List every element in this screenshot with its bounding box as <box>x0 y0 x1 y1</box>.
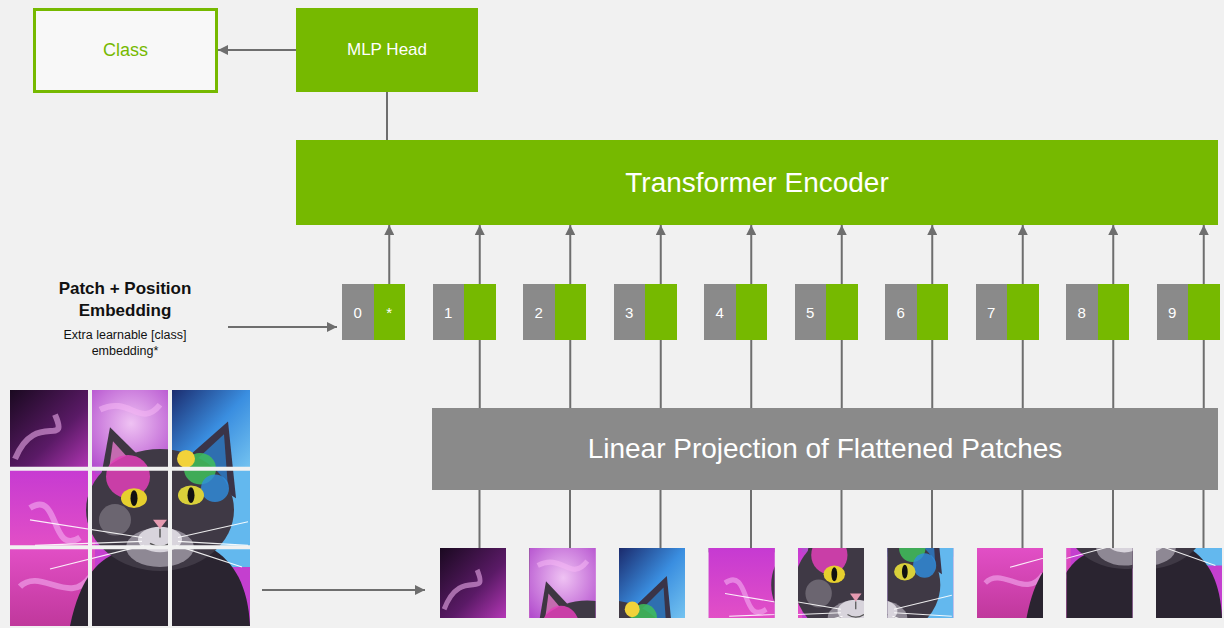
token-box: 7 <box>976 284 1039 340</box>
link-line <box>1203 340 1205 408</box>
embedding-part <box>1098 284 1130 340</box>
position-part: 5 <box>795 284 827 340</box>
token-label: 7 <box>987 304 995 321</box>
flow-arrow <box>479 225 481 284</box>
embedding-part <box>645 284 677 340</box>
token-label: 5 <box>806 304 814 321</box>
embedding-part <box>1188 284 1220 340</box>
split-image <box>10 390 250 626</box>
embedding-part: * <box>374 284 406 340</box>
position-part: 9 <box>1157 284 1189 340</box>
position-part: 0 <box>342 284 374 340</box>
embedding-part <box>555 284 587 340</box>
token-label: * <box>386 304 392 321</box>
token-label: 6 <box>897 304 905 321</box>
output-box: Class <box>33 8 218 93</box>
flow-arrow <box>262 589 425 591</box>
token-box: 5 <box>795 284 858 340</box>
patch-grid <box>10 390 250 626</box>
token-box: 6 <box>885 284 948 340</box>
flow-arrow <box>931 225 933 284</box>
flow-arrow <box>1022 225 1024 284</box>
token-label: 1 <box>444 304 452 321</box>
position-part: 8 <box>1066 284 1098 340</box>
token-box: 2 <box>523 284 586 340</box>
section-label: Patch + Position Embedding <box>30 278 220 322</box>
position-part: 1 <box>433 284 465 340</box>
embedding-part <box>1007 284 1039 340</box>
token-box: 8 <box>1066 284 1129 340</box>
link-line <box>1112 340 1114 408</box>
token-label: 8 <box>1078 304 1086 321</box>
image-patch <box>756 478 954 628</box>
token-box: 1 <box>433 284 496 340</box>
link-line <box>1022 340 1024 408</box>
position-part: 6 <box>885 284 917 340</box>
embedding-part <box>464 284 496 340</box>
pointer-arrow <box>228 326 337 328</box>
link-line <box>569 340 571 408</box>
embedding-part <box>826 284 858 340</box>
link-line <box>931 340 933 408</box>
token-label: 9 <box>1168 304 1176 321</box>
flow-arrow <box>218 49 296 51</box>
cat-picture <box>10 390 250 626</box>
link-line <box>841 340 843 408</box>
encoder-band: Transformer Encoder <box>296 140 1218 225</box>
flow-arrow <box>841 225 843 284</box>
position-part: 4 <box>704 284 736 340</box>
box-label: Class <box>103 40 148 61</box>
token-label: 0 <box>354 304 362 321</box>
position-part: 2 <box>523 284 555 340</box>
note-label: Extra learnable [class] embedding* <box>60 327 190 359</box>
flow-arrow <box>388 225 390 284</box>
position-part: 7 <box>976 284 1008 340</box>
flow-arrow <box>1112 225 1114 284</box>
head-box: MLP Head <box>296 8 478 92</box>
link-line <box>750 340 752 408</box>
flow-arrow <box>660 225 662 284</box>
link-line <box>660 340 662 408</box>
cat-picture <box>756 478 954 628</box>
token-box: 4 <box>704 284 767 340</box>
token-label: 2 <box>535 304 543 321</box>
token-label: 4 <box>716 304 724 321</box>
link-line <box>386 92 388 140</box>
box-label: MLP Head <box>347 40 427 60</box>
position-part: 3 <box>614 284 646 340</box>
box-label: Linear Projection of Flattened Patches <box>588 433 1063 465</box>
flow-arrow <box>750 225 752 284</box>
image-patch <box>487 548 685 628</box>
token-box: 3 <box>614 284 677 340</box>
cat-picture <box>487 548 685 628</box>
token-box: 9 <box>1157 284 1220 340</box>
embedding-part <box>917 284 949 340</box>
embedding-part <box>736 284 768 340</box>
token-box: 0* <box>342 284 405 340</box>
box-label: Transformer Encoder <box>625 167 889 199</box>
token-label: 3 <box>625 304 633 321</box>
flow-arrow <box>569 225 571 284</box>
flow-arrow <box>1203 225 1205 284</box>
projection-band: Linear Projection of Flattened Patches <box>432 408 1218 490</box>
patch-feed-line <box>480 490 1204 548</box>
link-line <box>479 340 481 408</box>
